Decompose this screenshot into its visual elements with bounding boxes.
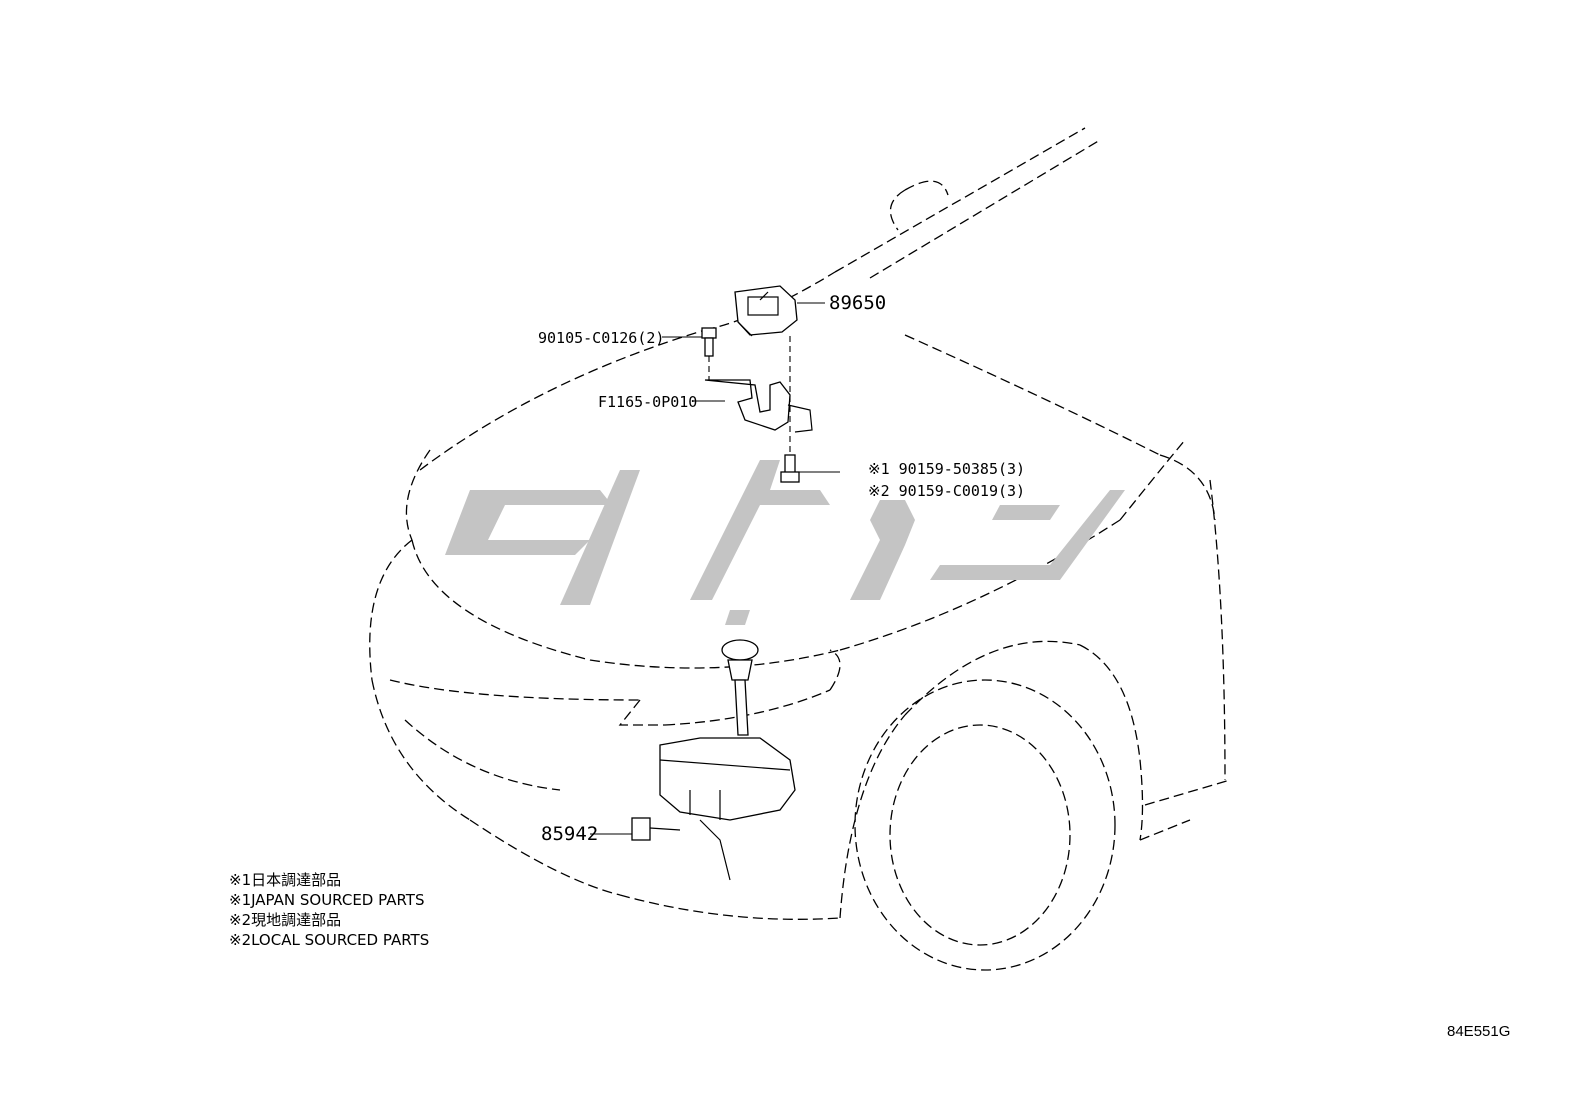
callout-bolt-lower-local: ※2 90159-C0019(3) (868, 482, 1025, 500)
leader-lines (590, 302, 840, 835)
callout-bolt-upper: 90105-C0126(2) (538, 329, 664, 347)
washer-tank-icon (631, 639, 796, 881)
diagram-code: 84E551G (1447, 1023, 1510, 1040)
callout-bracket: F1165-0P010 (598, 393, 697, 411)
callout-bolt-lower-japan: ※1 90159-50385(3) (868, 460, 1025, 478)
persian-logo-watermark (445, 460, 1125, 625)
callout-washer-tank: 85942 (541, 823, 598, 845)
bolt-upper-icon (701, 327, 717, 357)
note-local-en: ※2LOCAL SOURCED PARTS (229, 931, 429, 949)
sensor-part-icon (734, 285, 798, 337)
note-local-jp: ※2現地調達部品 (229, 911, 341, 929)
note-japan-en: ※1JAPAN SOURCED PARTS (229, 891, 424, 909)
callout-sensor: 89650 (829, 292, 886, 314)
note-japan-jp: ※1日本調達部品 (229, 871, 341, 889)
bracket-part-icon (704, 379, 813, 433)
car-outline (369, 127, 1231, 971)
bolt-lower-icon (780, 454, 800, 483)
